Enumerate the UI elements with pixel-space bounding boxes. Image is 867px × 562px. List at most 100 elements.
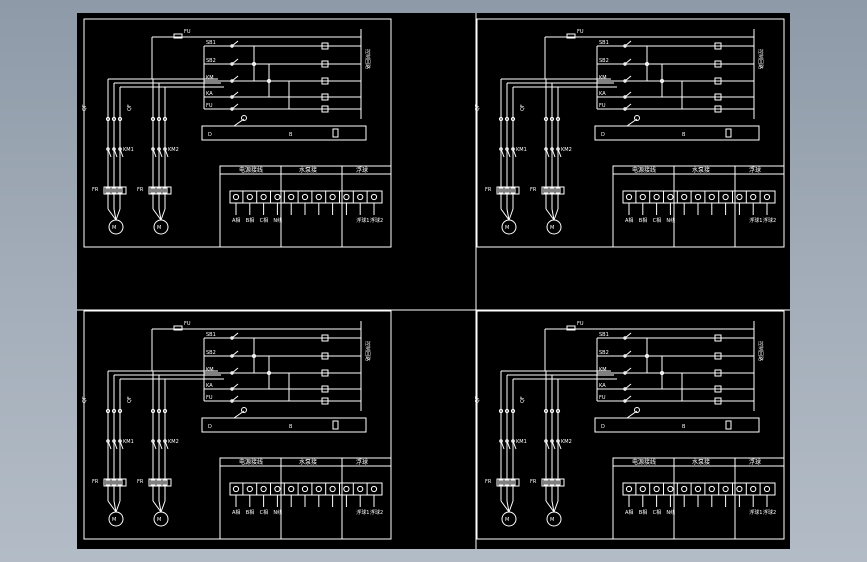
terminal-screw <box>722 193 729 201</box>
indicator-strip <box>594 417 760 433</box>
motor-1-relay-element <box>117 187 123 194</box>
rung-contact-dot <box>230 336 234 340</box>
terminal-table <box>219 165 392 248</box>
terminal-screw <box>736 485 743 493</box>
terminal-screw <box>274 485 281 493</box>
motor-2-relay-element <box>162 479 168 486</box>
fuse-label: FU <box>577 321 584 327</box>
terminal-label: 浮球1 <box>749 509 762 516</box>
control-fuse <box>173 325 183 331</box>
rung-label: SB2 <box>206 58 216 64</box>
terminal-table <box>612 457 785 540</box>
terminal-screw <box>315 193 322 201</box>
motor-1-breaker-contact <box>111 408 117 414</box>
motor-2-contactor-dot <box>157 147 161 151</box>
motor-1-lead <box>107 500 117 513</box>
motor-1-contactor-dot <box>505 147 509 151</box>
strip-coil <box>332 128 339 138</box>
rung-coil <box>714 385 722 393</box>
motor-2-relay-element <box>156 479 162 486</box>
terminal-screw <box>315 485 322 493</box>
terminal-screw <box>694 193 702 201</box>
rung-coil <box>714 397 722 405</box>
strip-label-d: D <box>601 424 605 430</box>
motor-1-lead <box>113 500 117 513</box>
motor-1-lead <box>506 500 510 513</box>
terminal-screw <box>329 485 336 493</box>
motor-1-lead <box>113 208 117 221</box>
terminal-screw <box>763 193 771 201</box>
terminal-header-pump: 水泵接 <box>299 166 317 174</box>
terminal-screw <box>667 193 674 201</box>
rung-label: SB2 <box>599 350 609 356</box>
junction <box>252 354 256 358</box>
terminal-label: A相 <box>625 509 633 516</box>
motor-2-relay-element <box>543 479 549 486</box>
strip-label-d: D <box>208 132 212 138</box>
motor-2-contactor-dot <box>157 439 161 443</box>
rung-coil <box>321 385 329 393</box>
lamp-symbol <box>241 407 247 413</box>
terminal-screw <box>667 485 674 493</box>
rung-coil <box>714 60 722 68</box>
motor-2-relay-label: FR <box>530 479 537 485</box>
motor-2-symbol-label: M <box>157 517 161 523</box>
motor-1-relay-element <box>105 479 111 486</box>
motor-2-breaker-contact <box>555 408 561 414</box>
terminal-screw <box>232 485 240 493</box>
strip-coil <box>725 420 732 430</box>
motor-2-relay-label: FR <box>530 187 537 193</box>
motor-2-relay-element <box>549 479 555 486</box>
motor-2-breaker-contact <box>543 116 549 122</box>
motor-1-relay-element <box>111 479 117 486</box>
rung-coil <box>321 105 329 113</box>
rung-label: KA <box>599 91 606 97</box>
rung-coil <box>714 93 722 101</box>
motor-1-symbol-label: M <box>505 225 509 231</box>
strip-label-b: B <box>289 132 293 138</box>
rung-coil <box>321 42 329 50</box>
rung-contact-dot <box>230 62 234 66</box>
terminal-screw <box>750 485 757 493</box>
rung-label: SB2 <box>599 58 609 64</box>
junction <box>660 79 664 83</box>
motor-2-contactor-label: KM2 <box>561 439 572 445</box>
terminal-screw <box>639 485 646 493</box>
panel-frame <box>83 18 392 248</box>
motor-1-contactor-dot <box>118 147 122 151</box>
motor-2-breaker-label: QF <box>520 104 526 111</box>
terminal-label: 浮球1 <box>749 217 762 224</box>
motor-1-relay-element <box>510 479 516 486</box>
terminal-screw <box>722 485 729 493</box>
terminal-screw <box>288 485 295 493</box>
terminal-screw <box>736 193 743 201</box>
rung-contact-dot <box>623 387 627 391</box>
motor-2-breaker-label: QF <box>127 396 133 403</box>
rung-coil <box>714 369 722 377</box>
terminal-header-power: 电源接线 <box>239 166 263 174</box>
rung-contact-dot <box>623 62 627 66</box>
motor-1-contactor-dot <box>106 439 110 443</box>
motor-1-lead <box>500 208 510 221</box>
motor-1-breaker-contact <box>111 116 117 122</box>
motor-1-contactor-label: KM1 <box>123 439 134 445</box>
motor-2-lead <box>551 208 555 221</box>
terminal-screw <box>260 485 267 493</box>
motor-2-contactor-dot <box>556 147 560 151</box>
right-edge-label: 控制回路 <box>364 49 371 69</box>
motor-1-lead <box>107 208 117 221</box>
motor-1-thermal-relay <box>496 478 520 487</box>
terminal-screw <box>708 193 715 201</box>
motor-2-contactor-dot <box>550 439 554 443</box>
terminal-screw <box>274 193 281 201</box>
strip-coil <box>725 128 732 138</box>
terminal-strip <box>229 482 383 496</box>
lamp-symbol <box>634 407 640 413</box>
motor-2-contactor-dot <box>151 147 155 151</box>
motor-2-relay-element <box>555 187 561 194</box>
